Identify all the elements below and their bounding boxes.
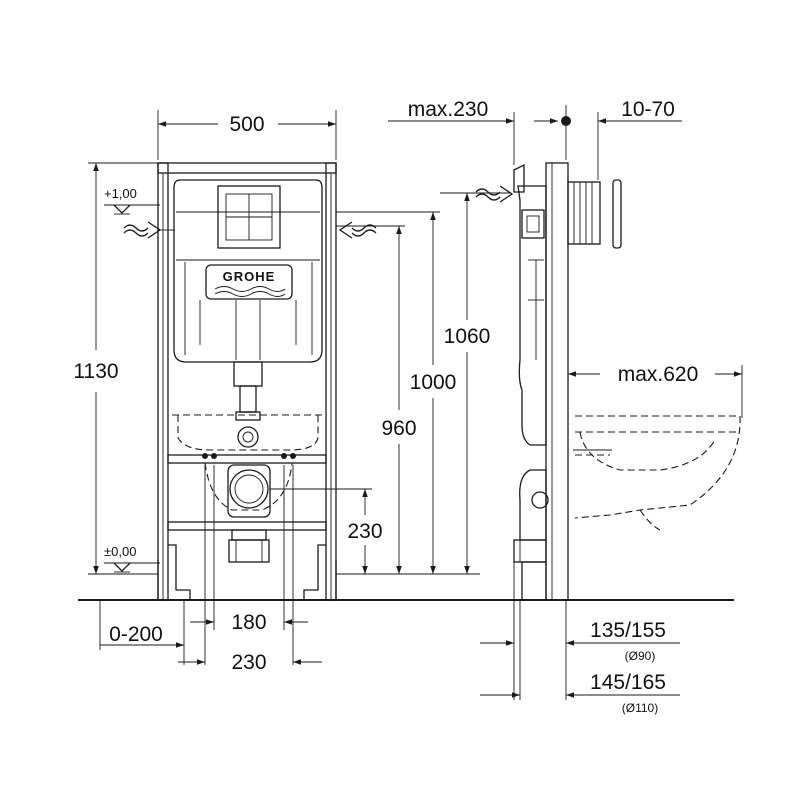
dim-bottom-230-label: 230 [231, 651, 266, 674]
dim-180-label: 180 [231, 611, 266, 634]
dimension-bottom-front: 0-200 180 230 [99, 465, 322, 674]
level-marker-zero: ±0,00 [104, 544, 160, 573]
water-inlet-left [123, 221, 175, 239]
dimension-height-1130: 1130 [73, 162, 158, 575]
dim-pipe110-label: 145/165 [590, 671, 666, 694]
dim-pipe90-label: 135/155 [590, 619, 666, 642]
cistern: GROHE [173, 179, 323, 448]
dim-drain-230-label: 230 [347, 520, 382, 543]
dim-max620-label: max.620 [618, 363, 699, 386]
front-frame [157, 162, 337, 601]
dimension-drain-height: 230 [270, 488, 383, 574]
dim-1130-label: 1130 [73, 360, 118, 383]
dim-1060-label: 1060 [444, 325, 491, 348]
dim-offset-label: 0-200 [109, 623, 163, 646]
bowl-dashed-outline [172, 414, 324, 511]
level-zero-label: ±0,00 [104, 544, 136, 559]
side-frame [475, 162, 622, 601]
level-marker-top: +1,00 [104, 186, 160, 215]
dim-1000-label: 1000 [410, 371, 457, 394]
dimension-10-70: 10-70 [597, 98, 682, 180]
drain-assembly [202, 453, 296, 563]
dim-960-label: 960 [381, 417, 416, 440]
dimension-max-620: max.620 [568, 363, 743, 418]
level-top-label: +1,00 [104, 186, 137, 201]
dim-10-70-label: 10-70 [621, 98, 675, 121]
dimension-max-230: max.230 [388, 98, 571, 165]
dim-pipe90-sub: (Ø90) [625, 649, 656, 663]
dim-500-label: 500 [229, 113, 264, 136]
side-bowl-dashed-outline [573, 415, 741, 531]
dimension-pipe-sizes: 135/155 (Ø90) 145/165 (Ø110) [480, 540, 680, 715]
dimension-width: 500 [157, 110, 337, 160]
brand-logo-text: GROHE [223, 269, 276, 284]
dim-pipe110-sub: (Ø110) [622, 701, 658, 715]
dim-max230-label: max.230 [408, 98, 489, 121]
water-inlet-right [338, 221, 377, 239]
dimension-water-heights: 960 1000 1060 [336, 192, 510, 575]
